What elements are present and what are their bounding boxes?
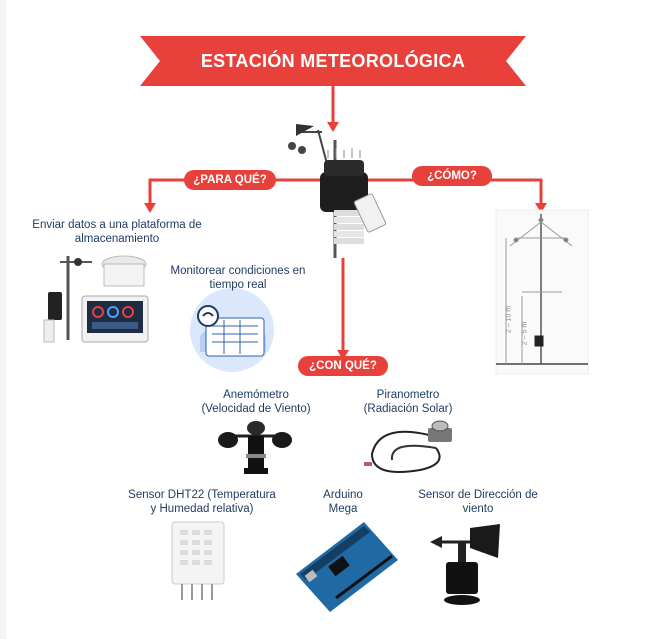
pyranometer-label: Piranometro (Radiación Solar) <box>363 389 453 415</box>
page-title: ESTACIÓN METEOROLÓGICA <box>200 51 466 71</box>
station-console-image <box>43 255 149 343</box>
purpose-monitor-label: Monitorear condiciones en tiempo real <box>170 265 306 291</box>
pyranometer-image <box>364 420 452 473</box>
arduino-mega-image <box>296 522 398 612</box>
wind-vane-label: Sensor de Dirección de viento <box>418 489 538 515</box>
purpose-send-data-label: Enviar datos a una plataforma de almacen… <box>32 219 202 245</box>
arrow-heads <box>144 122 547 360</box>
dht22-label: Sensor DHT22 (Temperatura y Humedad rela… <box>128 489 276 515</box>
wind-vane-image <box>430 524 500 605</box>
branch-para-que: ¿PARA QUÉ? <box>184 170 276 190</box>
page-edge <box>0 0 6 639</box>
title-banner <box>140 36 526 86</box>
weather-station-image <box>288 124 387 258</box>
anemometer-label: Anemómetro (Velocidad de Viento) <box>201 389 311 415</box>
anemometer-image <box>218 421 292 474</box>
dht22-image <box>171 521 225 600</box>
mast-height-lower-label: 2 – 5 m <box>521 321 529 346</box>
mast-height-total-label: 2 – 10 m <box>505 305 513 334</box>
mast-diagram <box>495 209 589 375</box>
branch-con-que: ¿CON QUÉ? <box>298 356 388 376</box>
arduino-label: Arduino Mega <box>323 489 363 515</box>
monitoring-illustration <box>190 288 274 372</box>
branch-como: ¿CÓMO? <box>412 166 492 186</box>
